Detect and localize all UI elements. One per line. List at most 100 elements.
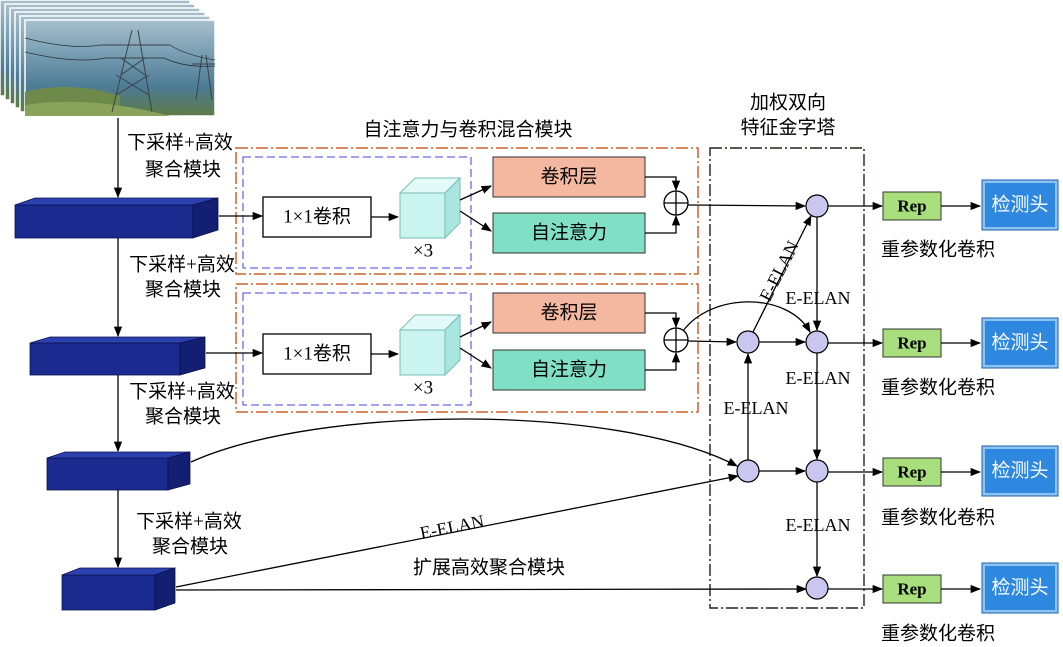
hybrid-module-border <box>235 147 699 275</box>
hybrid-module-title: 自注意力与卷积混合模块 <box>363 119 572 141</box>
feature-block-stage1 <box>14 197 219 239</box>
circle-plus-icon <box>663 190 689 216</box>
feature-cube <box>398 176 462 240</box>
detect-head-label: 检测头 <box>991 460 1048 482</box>
e-elan-label: E-ELAN <box>786 288 851 308</box>
projection-group-border <box>242 292 472 406</box>
block-front-face <box>29 342 181 376</box>
arrow-cube-to-attention <box>459 210 492 232</box>
head-row-1: Rep 检测头 重参数化卷积 <box>828 179 1059 261</box>
stage-label-line2: 聚合模块 <box>145 279 221 301</box>
bifpn-border <box>709 147 865 609</box>
rep-box <box>882 328 942 358</box>
fusion-node <box>805 459 829 483</box>
self-attention-label: 自注意力 <box>531 359 607 381</box>
cube-side-face <box>444 176 461 240</box>
stage-label-line2: 聚合模块 <box>145 159 221 181</box>
arrow-adder1-to-node-p1 <box>687 201 807 211</box>
arrow-stage4-to-node-m3 <box>175 473 740 588</box>
self-attention-label: 自注意力 <box>531 222 607 244</box>
detect-head-box <box>985 321 1055 365</box>
block-top-face <box>14 197 219 206</box>
rep-label: Rep <box>897 580 926 599</box>
fusion-node <box>736 330 760 354</box>
stage-label-line1: 下采样+高效 <box>129 381 235 403</box>
stage-label-line1: 下采样+高效 <box>129 254 235 276</box>
conv1x1-label: 1×1卷积 <box>283 343 351 365</box>
e-elan-label: E-ELAN <box>786 515 851 535</box>
conv-layer-box <box>492 292 646 334</box>
repeat-label: ×3 <box>413 241 433 262</box>
head-row-3: Rep 检测头 重参数化卷积 <box>828 445 1059 529</box>
extended-module-label: 扩展高效聚合模块 <box>413 557 565 579</box>
block-side-face <box>154 567 176 611</box>
block-top-face <box>46 451 191 459</box>
rep-box <box>882 574 942 604</box>
cube-front-face <box>399 329 446 376</box>
tower-lattice <box>100 29 215 113</box>
feature-block-stage3 <box>46 451 191 491</box>
conv1x1-box <box>262 196 372 238</box>
arrow-stage4-to-node-p4 <box>175 584 808 594</box>
arrow-attention-to-adder <box>645 214 681 234</box>
block-side-face <box>192 197 219 239</box>
rep-caption: 重参数化卷积 <box>881 239 995 261</box>
bifpn-title-line1: 加权双向 <box>750 92 826 114</box>
hybrid-module-2: 1×1卷积 ×3 卷积层 自注意力 <box>206 283 699 413</box>
power-lines <box>25 37 215 67</box>
circle-plus-icon <box>663 327 689 353</box>
rep-box <box>882 457 942 487</box>
detect-head-box <box>985 183 1055 227</box>
rep-caption: 重参数化卷积 <box>881 623 995 645</box>
feature-block-stage2 <box>29 336 206 376</box>
arrow-cube-to-conv <box>459 321 492 338</box>
rep-box <box>882 191 942 221</box>
arc-stage3-to-node-m3 <box>190 418 738 467</box>
grass-foreground <box>25 101 170 116</box>
rep-label: Rep <box>897 197 926 216</box>
rep-label: Rep <box>897 463 926 482</box>
stage-label-line2: 聚合模块 <box>145 406 221 428</box>
arrow-cube-to-conv <box>459 185 492 201</box>
hybrid-module-1: 1×1卷积 ×3 卷积层 自注意力 <box>219 147 699 275</box>
e-elan-label: E-ELAN <box>418 511 486 543</box>
conv-layer-label: 卷积层 <box>540 302 597 324</box>
conv-layer-box <box>492 156 646 198</box>
rep-label: Rep <box>897 334 926 353</box>
block-front-face <box>61 574 156 611</box>
arc-adder2-to-node-p2 <box>682 301 811 333</box>
detect-head-label: 检测头 <box>991 332 1048 354</box>
stage-label-line1: 下采样+高效 <box>127 132 233 154</box>
detect-head-box <box>985 566 1055 610</box>
fusion-node <box>736 459 760 483</box>
repeat-label: ×3 <box>413 378 433 399</box>
self-attention-box <box>492 212 646 254</box>
arrow-node-m2-to-p1 <box>752 215 812 333</box>
arrow-attention-to-adder <box>645 351 681 371</box>
conv-layer-label: 卷积层 <box>540 166 597 188</box>
stage-label-line2: 聚合模块 <box>152 536 228 558</box>
head-row-2: Rep 检测头 重参数化卷积 <box>828 317 1059 399</box>
feature-block-stage4 <box>61 567 176 611</box>
block-front-face <box>14 204 194 239</box>
e-elan-label: E-ELAN <box>724 398 789 418</box>
e-elan-label: E-ELAN <box>786 368 851 388</box>
block-side-face <box>167 451 191 491</box>
rep-caption: 重参数化卷积 <box>881 377 995 399</box>
rep-caption: 重参数化卷积 <box>881 507 995 529</box>
arrow-adder2-to-node-m2 <box>687 337 738 346</box>
cube-front-face <box>399 192 446 239</box>
detect-head-box <box>985 449 1055 493</box>
head-row-4: Rep 检测头 重参数化卷积 <box>828 562 1059 645</box>
fusion-node <box>805 330 829 354</box>
bifpn-title-line2: 特征金字塔 <box>740 117 835 139</box>
fusion-node <box>805 194 829 218</box>
block-front-face <box>46 457 169 491</box>
arrow-cube-to-attention <box>459 347 492 369</box>
stage-label-line1: 下采样+高效 <box>136 511 242 533</box>
arrow-conv-to-adder <box>645 176 681 192</box>
cube-side-face <box>444 313 461 377</box>
detect-head-label: 检测头 <box>991 194 1048 216</box>
arrow-conv-to-adder <box>645 312 681 329</box>
